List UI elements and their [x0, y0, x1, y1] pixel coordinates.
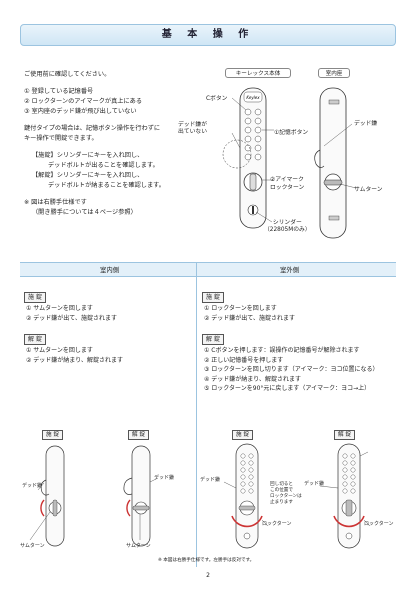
cylinder-label: シリンダー （22805Mのみ） — [264, 220, 311, 233]
keyless-label: キーレックス本体 — [225, 68, 291, 78]
outdoor-unlock-drawing — [319, 443, 371, 549]
page-number: 2 — [206, 572, 210, 579]
intro-line: 【施錠】シリンダーにキーを入れ回し、 — [32, 152, 144, 159]
keypad — [244, 108, 262, 161]
thumb-turn-label: サムターン — [354, 187, 383, 193]
outdoor-lock-tag: 施 錠 — [202, 292, 224, 303]
outdoor-unlock-turn-label: ロックターン — [364, 521, 394, 527]
section-split-header: 室内側 室外側 — [20, 262, 396, 277]
indoor-lock-drawing — [29, 445, 65, 547]
step: ② 正しい記憶番号を押します — [204, 356, 284, 364]
indoor-fig-lock-tag: 施 錠 — [42, 430, 63, 440]
outdoor-unlock-deadbolt-label: デッド鎌 — [304, 481, 325, 487]
indoor-unlock-deadbolt-label: デッド鎌 — [154, 475, 175, 481]
indoor-unlock-steps: ① サムターンを回します ② デッド鎌が納まり、解錠されます — [26, 346, 123, 365]
intro-line: キー操作で開錠できます。 — [24, 135, 98, 142]
footnote: ※ 本図は右勝手仕様です。左勝手は反対です。 — [158, 558, 255, 563]
intro-line: 鍵付タイプの場合は、記憶ボタン操作を行わずに — [24, 125, 161, 132]
intro-line: ご使用前に確認してください。 — [24, 71, 111, 78]
intro-line: デッドボルトが出ることを確認します。 — [48, 162, 159, 169]
indoor-unlock-drawing — [123, 445, 159, 547]
step: ① サムターンを回します — [26, 305, 93, 312]
outdoor-lock-steps: ① ロックターンを回します ② デッド鎌が出て、施錠されます — [204, 304, 295, 323]
outdoor-lock-deadbolt-label: デッド鎌 — [200, 477, 221, 483]
outdoor-header: 室外側 — [280, 266, 300, 274]
step: ② デッド鎌が納まり、解錠されます — [26, 356, 124, 364]
page-title: 基 本 操 作 — [20, 24, 396, 46]
brand-mark: Keylex — [246, 95, 260, 100]
outdoor-lock-turn-label: ロックターン — [262, 521, 292, 527]
indoor-lock-deadbolt-label: デッド鎌 — [22, 483, 43, 489]
intro-line: ③ 室内座のデッド鎌が飛び出していない — [24, 108, 137, 115]
keyless-unit-illustration: Keylex — [222, 87, 357, 239]
outdoor-unlock-steps: ① Cボタンを押します：誤操作の記憶番号が解除されます ② 正しい記憶番号を押し… — [204, 346, 378, 394]
c-button-label: Cボタン — [206, 96, 228, 102]
outdoor-lock-drawing — [223, 443, 269, 549]
dead-bolt-label: デッド鎌 — [354, 121, 378, 127]
indoor-fig-unlock-tag: 解 錠 — [128, 430, 149, 440]
step: ① サムターンを回します — [26, 347, 93, 354]
step: ① Cボタンを押します：誤操作の記憶番号が解除されます — [204, 347, 360, 354]
step: ② デッド鎌が出て、施錠されます — [26, 314, 117, 322]
indoor-lock-thumbturn-label: サムターン — [20, 543, 45, 549]
step: ④ デッド鎌が納まり、解錠されます — [204, 375, 302, 383]
intro-text: ご使用前に確認してください。 ① 登録している記憶番号 ② ロックターンのアイマ… — [24, 70, 214, 218]
outdoor-fig-unlock-tag: 解 錠 — [334, 430, 355, 440]
intro-line: ② ロックターンのアイマークが真上にある — [24, 98, 143, 105]
indoor-label: 室内座 — [318, 68, 350, 78]
step: ② デッド鎌が出て、施錠されます — [204, 314, 295, 322]
indoor-lock-tag: 施 錠 — [24, 292, 46, 303]
step: ③ ロックターンを回し切ります（アイマーク：ヨコ位置になる） — [204, 366, 379, 373]
turn-note: 回し切ると この位置で ロックターンは 止まります — [270, 482, 302, 505]
dead-bolt-out-label: デッド鎌が 出ていない — [178, 122, 207, 135]
intro-line: ※ 図は右勝手仕様です — [24, 199, 87, 206]
indoor-lock-steps: ① サムターンを回します ② デッド鎌が出て、施錠されます — [26, 304, 117, 323]
step: ⑤ ロックターンを90°元に戻します（アイマーク：ヨコ→上） — [204, 385, 371, 392]
step: ① ロックターンを回します — [204, 305, 277, 312]
intro-line: （開き勝手については４ページ参照） — [32, 209, 137, 216]
indoor-header: 室内側 — [100, 266, 120, 274]
column-divider — [196, 262, 197, 567]
intro-line: ① 登録している記憶番号 — [24, 88, 94, 95]
memory-button-label: ①記憶ボタン — [274, 130, 309, 136]
eye-mark-label: ②アイマーク ロックターン — [270, 177, 305, 191]
outdoor-unlock-tag: 解 錠 — [202, 334, 224, 345]
indoor-unlock-thumbturn-label: サムターン — [126, 543, 151, 549]
intro-line: 【解錠】シリンダーにキーを入れ回し、 — [32, 172, 144, 179]
outdoor-fig-lock-tag: 施 錠 — [232, 430, 253, 440]
intro-line: デッドボルトが納まることを確認します。 — [48, 182, 165, 189]
indoor-unlock-tag: 解 錠 — [24, 334, 46, 345]
